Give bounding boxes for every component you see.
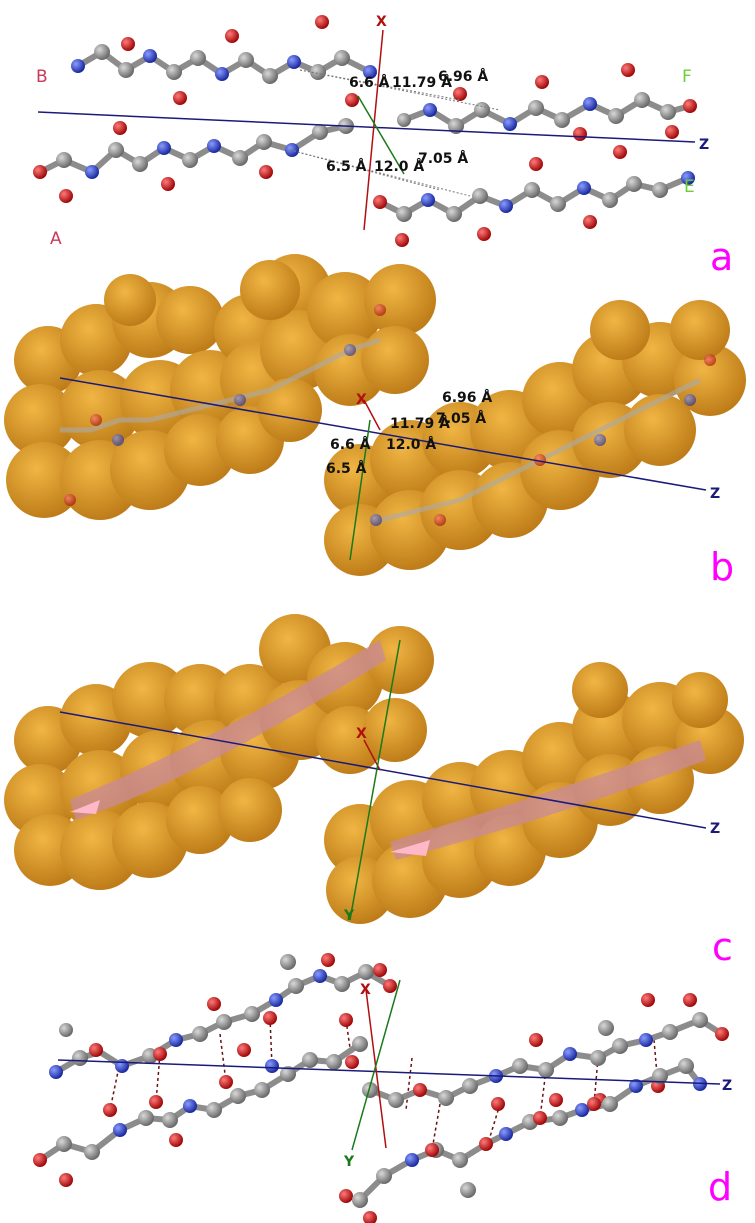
axis-y-label: Y	[343, 908, 355, 924]
axis-z-line	[37, 111, 696, 143]
panel-letter-b: b	[710, 545, 734, 589]
panel-letter-c: c	[712, 925, 733, 969]
strand-label-f: F	[682, 67, 692, 87]
cartoon-ribbon-left	[70, 640, 386, 820]
axis-z-line	[59, 377, 707, 491]
axis-y-line	[351, 979, 401, 1151]
strand-a-molecule	[33, 93, 359, 203]
strand-label-e: E	[684, 177, 695, 197]
peptide-upper-left	[49, 953, 397, 1079]
distance-label: 6.6 Å	[349, 74, 390, 91]
panel-letter-a: a	[710, 235, 733, 279]
axis-x-line	[365, 989, 387, 1149]
distance-label: 6.96 Å	[442, 389, 492, 406]
cartoon-tip-left	[70, 800, 100, 814]
molecule-inside-right	[370, 354, 716, 526]
cartoon-tip-right	[390, 840, 430, 856]
axis-y-line	[357, 95, 405, 175]
surface-left	[4, 254, 436, 520]
distance-label: 11.79 Å	[390, 415, 450, 432]
strand-label-a: A	[50, 229, 62, 249]
distance-label: 7.05 Å	[418, 150, 468, 167]
panel-c: X Y Z c	[4, 614, 744, 969]
axis-x-label: X	[356, 726, 367, 742]
panel-a: X Z B A F E 6.6 Å 11.79 Å 6.96 Å 6.5 Å 1…	[33, 14, 733, 279]
distance-label: 12.0 Å	[386, 436, 436, 453]
distance-label: 6.5 Å	[326, 158, 367, 175]
axis-z-line	[59, 711, 707, 829]
axis-z-label: Z	[710, 486, 720, 502]
axis-x-label: X	[376, 14, 387, 30]
strand-e-molecule	[373, 145, 695, 247]
axis-z-label: Z	[722, 1078, 732, 1094]
distance-label: 6.5 Å	[326, 460, 367, 477]
strand-b-molecule	[71, 15, 377, 105]
distance-label: 11.79 Å	[392, 74, 452, 91]
distance-label: 7.05 Å	[436, 410, 486, 427]
distance-label: 12.0 Å	[374, 158, 424, 175]
distance-label: 6.96 Å	[438, 68, 488, 85]
peptide-lower-right	[339, 1058, 707, 1223]
axis-x-line	[363, 29, 384, 231]
axis-z-label: Z	[699, 137, 709, 153]
panel-a-distance-lines	[289, 69, 501, 197]
strand-f-molecule	[397, 63, 697, 141]
axis-y-label: Y	[343, 1154, 355, 1170]
axis-z-label: Z	[710, 821, 720, 837]
distance-label: 6.6 Å	[330, 436, 371, 453]
axis-x-label: X	[360, 982, 371, 998]
axis-x-label: X	[356, 392, 367, 408]
panel-letter-d: d	[708, 1165, 732, 1209]
axis-x-line	[363, 399, 381, 431]
axis-y-line	[349, 419, 371, 561]
molecule-inside-left	[60, 304, 386, 506]
panel-b: X Z 6.96 Å 11.79 Å 7.05 Å 6.6 Å 12.0 Å 6…	[4, 254, 746, 589]
axis-y-line	[349, 639, 401, 921]
axis-z-line	[57, 1059, 721, 1085]
panel-d: X Y Z d	[33, 953, 732, 1223]
peptide-upper-right	[362, 993, 729, 1111]
strand-label-b: B	[36, 67, 48, 87]
peptide-lower-left	[33, 1036, 368, 1187]
